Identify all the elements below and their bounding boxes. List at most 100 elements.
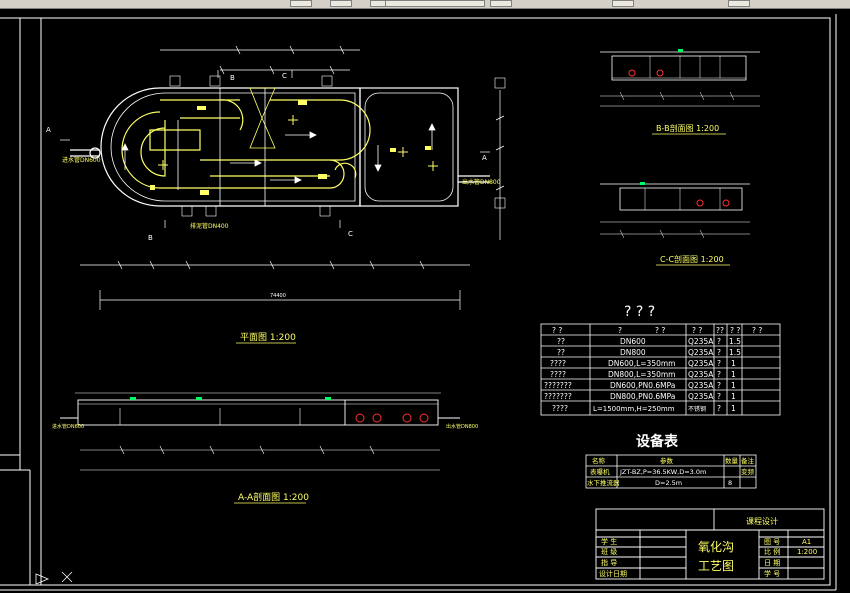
section-label: B	[230, 74, 235, 82]
material-row-name: ??	[557, 337, 565, 346]
toolbar-button[interactable]	[728, 0, 750, 7]
pipe-inlet-label: 进水管DN600	[62, 156, 101, 164]
material-row-material: Q235A	[688, 392, 714, 401]
material-row-unit: ?	[717, 404, 721, 413]
material-header-cell: ? ?	[752, 326, 762, 335]
title-right-label: 日 期	[764, 559, 780, 567]
drawing-name-line2: 工艺图	[698, 559, 734, 573]
material-header-cell: ?	[618, 326, 622, 335]
material-row-unit: ?	[717, 370, 721, 379]
material-header-cell: ? ?	[655, 326, 665, 335]
plan-view-title: 平面图 1:200	[240, 332, 296, 343]
material-row-spec: DN800	[620, 348, 646, 357]
equipment-row-name: 水下推流器	[587, 478, 620, 487]
material-header-cell: ? ?	[730, 326, 740, 335]
material-row-unit: ?	[717, 381, 721, 390]
equipment-row-note: 变频	[741, 467, 755, 476]
equipment-row-spec: D=2.5m	[655, 479, 682, 487]
section-label: C	[348, 230, 353, 238]
section-aa-title: A-A剖面图 1:200	[238, 491, 309, 503]
material-row-unit: ?	[717, 392, 721, 401]
material-row-qty: 1.5	[729, 348, 741, 357]
equipment-table: 设备表 名称 参数 数量 备注 表曝机 JZT-BZ,P=36.5KW,D=3.…	[585, 433, 757, 489]
title-left-label: 班 级	[601, 547, 617, 556]
equipment-row-spec: JZT-BZ,P=36.5KW,D=3.0m	[619, 468, 706, 476]
section-cc-title: C-C剖面图 1:200	[660, 254, 724, 264]
material-row-name: ????	[550, 359, 566, 368]
material-row-material: Q235A	[688, 359, 714, 368]
section-bb: B-B剖面图 1:200	[600, 49, 760, 135]
material-table-heading: ? ? ?	[624, 304, 655, 320]
equipment-header-cell: 备注	[741, 456, 755, 465]
toolbar-input[interactable]	[385, 0, 485, 7]
material-row-spec: DN800,L=350mm	[608, 370, 675, 379]
material-row-spec: DN600	[620, 337, 646, 346]
section-label: A	[482, 154, 487, 162]
pipe-sludge-label: 排泥管DN400	[190, 222, 229, 230]
title-block: 课程设计 氧化沟 工艺图 学 生 班 级 指 导 设计日期 图 号 比 例 日 …	[595, 508, 825, 580]
material-row-spec: DN600,L=350mm	[608, 359, 675, 368]
pipe-outlet-label: 出水管DN800	[462, 178, 501, 186]
material-row-spec: DN800,PN0.6MPa	[610, 392, 675, 401]
material-row-qty: 1	[731, 370, 736, 379]
toolbar-button[interactable]	[330, 0, 352, 7]
overall-length-dim: 74400	[270, 293, 286, 299]
title-right-value: A1	[802, 538, 811, 546]
drawing-name-line1: 氧化沟	[698, 540, 734, 554]
section-aa: 进水管DN600 出水管DN800 A-A剖面图 1:200	[52, 392, 478, 504]
material-header-cell: ? ?	[552, 326, 562, 335]
title-left-label: 指 导	[601, 558, 617, 567]
title-right-label: 比 例	[764, 547, 780, 556]
drawing-border	[40, 17, 831, 586]
project-name: 课程设计	[746, 516, 778, 526]
material-row-qty: 1	[731, 381, 736, 390]
section-bb-title: B-B剖面图 1:200	[656, 123, 719, 133]
material-row-unit: ?	[717, 348, 721, 357]
material-row-qty: 1	[731, 359, 736, 368]
material-row-name: ????	[552, 404, 568, 413]
equipment-row-name: 表曝机	[590, 467, 610, 476]
toolbar-button[interactable]	[290, 0, 312, 7]
toolbar-button[interactable]	[490, 0, 512, 7]
material-row-material: Q235A	[688, 370, 714, 379]
material-row-unit: ?	[717, 359, 721, 368]
material-row-spec: L=1500mm,H=250mm	[593, 405, 675, 413]
material-header-cell: ? ?	[692, 326, 702, 335]
plan-view: A A B B C C 进水管DN600 出水管DN800 排泥管DN400 7…	[46, 45, 506, 344]
aa-outlet-label: 出水管DN800	[446, 423, 478, 430]
section-cc: C-C剖面图 1:200	[600, 182, 750, 266]
title-right-label: 学 号	[764, 569, 780, 578]
section-label: B	[148, 234, 153, 242]
equipment-header-cell: 名称	[592, 456, 606, 465]
material-row-material: Q235A	[688, 348, 714, 357]
title-right-value: 1:200	[797, 548, 817, 556]
material-row-spec: DN600,PN0.6MPa	[610, 381, 675, 390]
material-row-qty: 1.5	[729, 337, 741, 346]
material-row-unit: ?	[717, 337, 721, 346]
material-table: ? ? ? ? ? ? ? ? ? ? ?? ? ? ? ? ?? DN600	[540, 304, 781, 416]
material-header-cell: ??	[716, 326, 724, 335]
section-label: C	[282, 72, 287, 80]
equipment-header-cell: 数量	[725, 456, 739, 465]
aa-inlet-label: 进水管DN600	[52, 423, 84, 430]
title-left-label: 学 生	[601, 537, 617, 546]
cad-toolbar	[0, 0, 850, 9]
material-row-name: ???????	[544, 381, 572, 390]
material-row-material: Q235A	[688, 381, 714, 390]
section-label: A	[46, 126, 51, 134]
equipment-header-cell: 参数	[660, 456, 674, 465]
equipment-table-heading: 设备表	[636, 433, 679, 450]
material-row-qty: 1	[731, 404, 736, 413]
material-row-qty: 1	[731, 392, 736, 401]
title-left-label: 设计日期	[599, 569, 627, 578]
title-right-label: 图 号	[764, 538, 780, 546]
material-row-material: Q235A	[688, 337, 714, 346]
ucs-icon	[35, 571, 73, 585]
material-row-name: ???????	[544, 392, 572, 401]
material-row-material: 不锈钢	[688, 405, 706, 413]
toolbar-button[interactable]	[612, 0, 634, 7]
material-row-name: ????	[550, 370, 566, 379]
equipment-row-qty: 8	[728, 479, 732, 487]
material-row-name: ??	[557, 348, 565, 357]
